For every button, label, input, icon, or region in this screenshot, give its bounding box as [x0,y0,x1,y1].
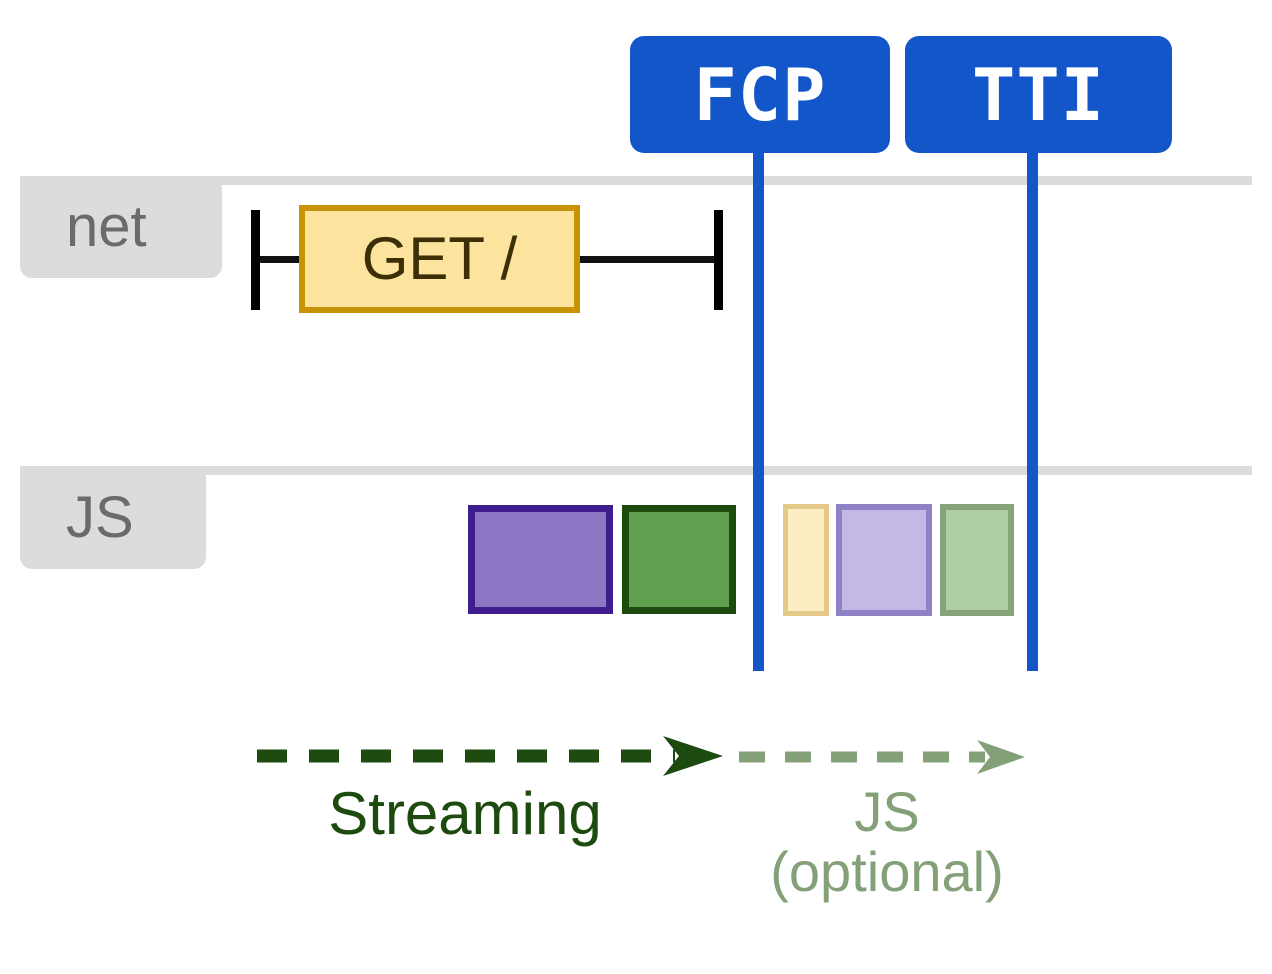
optional-js-phase-caption-line-2: (optional) [770,840,1004,904]
optional-js-phase-caption: JS (optional) [737,780,1037,904]
fcp-marker-line [753,150,764,671]
streaming-phase-arrow-icon [257,736,723,776]
lane-label-net: net [20,176,222,278]
lane-track-js [20,466,1252,475]
js-task-block [836,504,932,616]
tti-marker-line [1027,150,1038,671]
lane-label-js-text: JS [66,484,134,550]
js-task-block [783,504,829,616]
streaming-phase-caption: Streaming [250,780,680,847]
streaming-phase-caption-line-1: Streaming [328,780,602,847]
network-request-end-cap [714,210,723,310]
lane-track-net [20,176,1252,185]
lane-label-js: JS [20,466,206,569]
js-task-block [622,505,736,614]
js-task-block [468,505,613,614]
tti-marker-label: TTI [971,52,1106,137]
optional-js-phase-caption-line-1: JS [854,780,920,843]
network-request-block: GET / [299,205,580,313]
tti-marker-badge: TTI [905,36,1172,153]
js-task-block [940,504,1014,616]
fcp-marker-label: FCP [693,52,827,137]
network-request-start-cap [251,210,260,310]
network-request-label: GET / [361,225,518,292]
optional-js-phase-arrow-icon [739,740,1025,774]
lane-label-net-text: net [66,194,147,259]
fcp-marker-badge: FCP [630,36,890,153]
